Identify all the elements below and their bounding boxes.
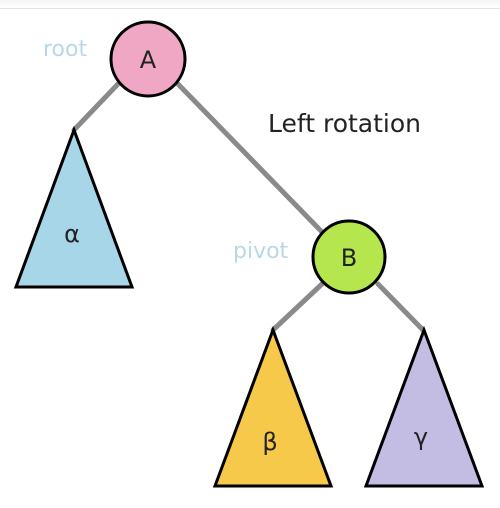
pivot-tag-label: pivot [233,239,289,264]
subtree-gamma-label: γ [414,423,428,451]
subtree-gamma: γ [363,325,485,488]
subtree-beta: β [212,325,334,488]
node-a: A [109,20,187,98]
node-b-label: B [341,244,357,272]
edge-b-gamma [375,281,426,333]
subtree-gamma-triangle [363,325,485,488]
diagram-title: Left rotation [268,109,421,138]
subtree-alpha-label: α [64,220,80,248]
node-a-label: A [140,46,157,74]
subtree-beta-triangle [212,325,334,488]
node-a-circle [109,20,187,98]
subtree-alpha: α [13,125,135,289]
node-b: B [311,219,387,295]
edge-b-beta [270,281,325,333]
node-b-circle [311,219,387,295]
root-tag-label: root [43,37,87,62]
window-top-border [0,0,500,9]
subtree-alpha-triangle [13,125,135,289]
subtree-beta-label: β [262,428,277,456]
edge-a-b [175,81,325,235]
edge-a-alpha [71,81,121,133]
